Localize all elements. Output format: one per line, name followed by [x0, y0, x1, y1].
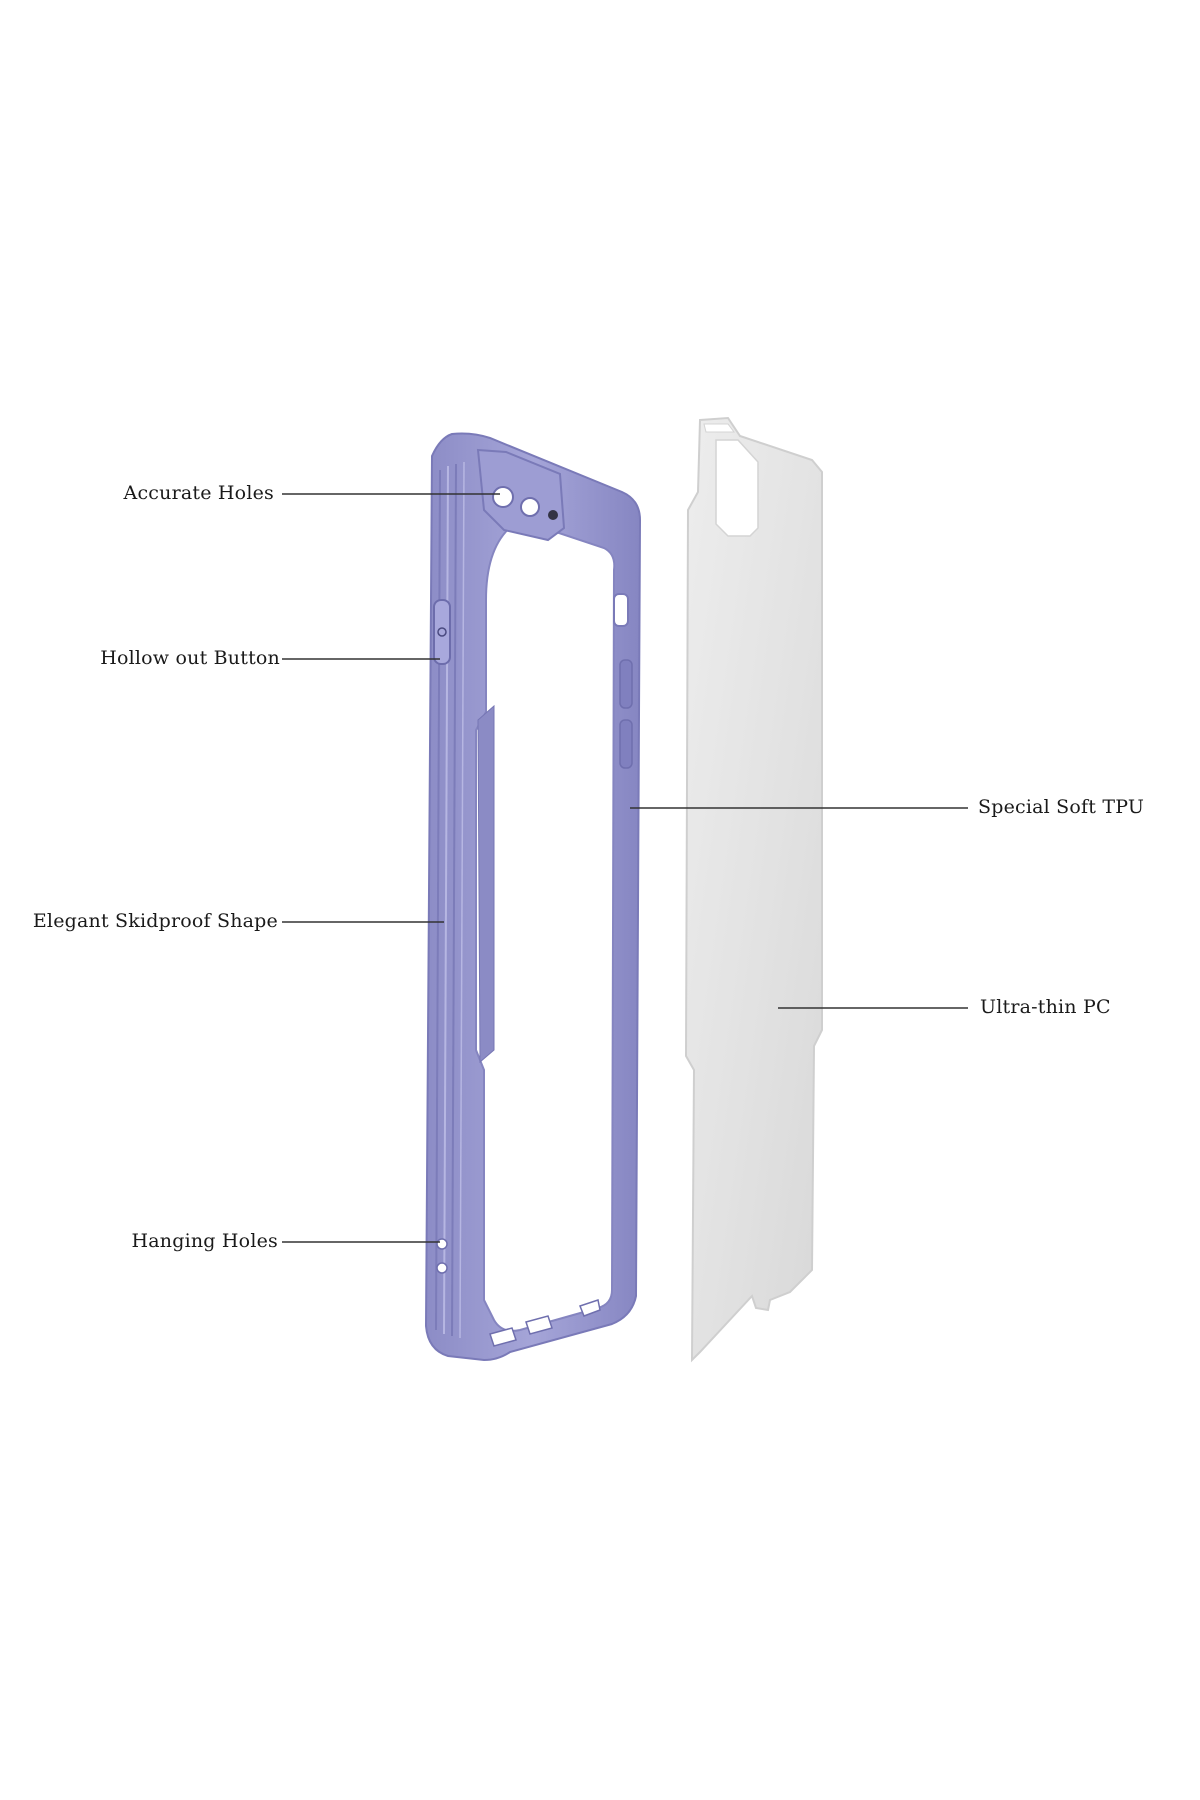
power-icon	[437, 627, 447, 637]
mute-switch-hole	[613, 593, 629, 627]
pc-panel-body	[684, 416, 823, 1363]
callout-hollow-out-button: Hollow out Button	[100, 647, 280, 669]
bottom-port-1	[489, 1327, 517, 1347]
tpu-frame	[424, 432, 642, 1362]
hanging-hole-1	[436, 1238, 448, 1250]
callout-accurate-holes: Accurate Holes	[123, 482, 274, 504]
skidproof-rib-3	[451, 463, 457, 1337]
callout-elegant-skidproof-shape: Elegant Skidproof Shape	[32, 910, 278, 932]
pc-camera-cutout	[715, 439, 759, 537]
leader-lines	[282, 493, 968, 1243]
flash-hole	[548, 510, 558, 520]
skidproof-rib-4	[459, 461, 465, 1339]
callout-ultra-thin-pc: Ultra-thin PC	[980, 996, 1111, 1018]
bottom-port-3	[579, 1299, 601, 1317]
camera-block	[476, 448, 566, 542]
side-recess-panel	[477, 704, 495, 1064]
camera-hole-1	[492, 486, 514, 508]
hollow-out-button	[433, 599, 451, 665]
tpu-inner-window	[475, 518, 616, 1332]
callout-hanging-holes: Hanging Holes	[131, 1230, 278, 1252]
pc-top-notch	[703, 423, 735, 433]
volume-down-button	[619, 719, 633, 769]
volume-up-button	[619, 659, 633, 709]
camera-hole-2	[520, 497, 540, 517]
bottom-port-2	[525, 1315, 553, 1335]
hanging-hole-2	[436, 1262, 448, 1274]
pc-back-panel	[684, 416, 823, 1363]
callout-special-soft-tpu: Special Soft TPU	[978, 796, 1145, 818]
